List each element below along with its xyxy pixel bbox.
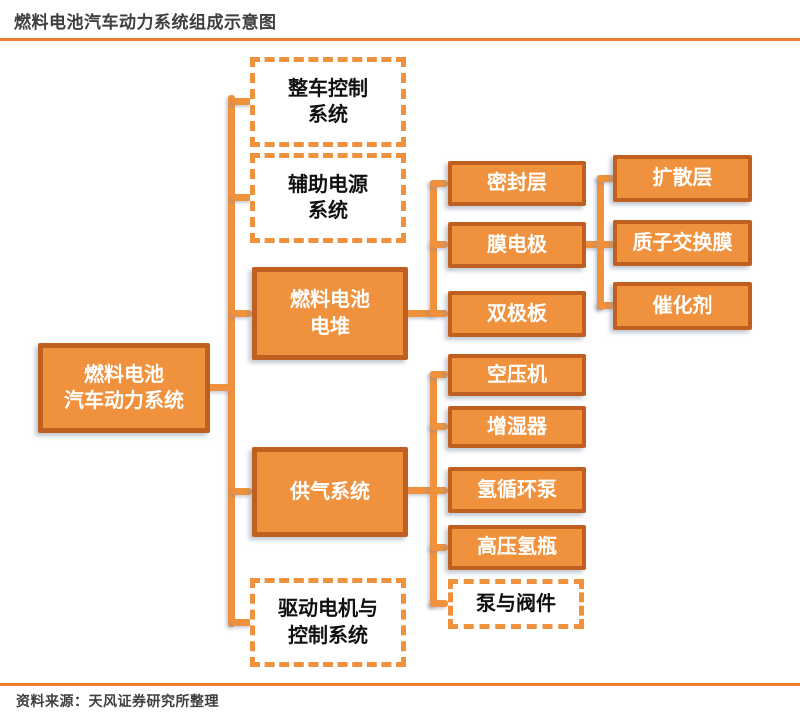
connector-stack-branch-h [404, 310, 448, 317]
connector-stub-drive-motor [232, 619, 252, 626]
node-label-line: 整车控制 [288, 77, 368, 100]
connector-stub-aux-power [232, 194, 252, 201]
node-bipolar-plate: 双极板 [448, 291, 586, 337]
connector-stub-catalyst [597, 302, 615, 309]
source-text: 资料来源：天风证券研究所整理 [16, 693, 219, 709]
node-label-line: 燃料电池 [84, 363, 164, 386]
node-label-line: 增湿器 [487, 415, 547, 438]
node-label-line: 膜电极 [487, 233, 547, 256]
node-vehicle-control-system: 整车控制 系统 [250, 57, 406, 147]
connector-stub-humidifier [430, 423, 448, 430]
connector-root-stub [205, 384, 233, 391]
node-label-line: 泵与阀件 [476, 592, 556, 615]
connector-stub-membrane-electrode [430, 241, 448, 248]
node-label-line: 质子交换膜 [632, 231, 733, 254]
node-label-line: 空压机 [487, 363, 547, 386]
node-label-line: 驱动电机与 [278, 598, 378, 621]
node-label-line: 控制系统 [288, 624, 368, 647]
connector-gas-branch-h [404, 487, 448, 494]
node-label-line: 催化剂 [652, 294, 713, 317]
connector-stub-vehicle-control [232, 98, 252, 105]
node-humidifier: 增湿器 [448, 406, 586, 448]
node-membrane-electrode: 膜电极 [448, 222, 586, 268]
connector-stub-fuel-cell-stack [232, 310, 252, 317]
node-fuel-cell-vehicle-power-system: 燃料电池 汽车动力系统 [38, 343, 210, 433]
node-proton-exchange-membrane: 质子交换膜 [613, 220, 752, 266]
connector-stub-hydrogen-tank [430, 544, 448, 551]
node-label-line: 供气系统 [290, 480, 370, 503]
node-label-line: 系统 [308, 104, 348, 126]
node-label-line: 双极板 [487, 302, 547, 325]
connector-stub-air-compressor [430, 371, 448, 378]
node-label-line: 密封层 [487, 172, 547, 195]
node-catalyst: 催化剂 [613, 282, 752, 330]
node-high-pressure-hydrogen-tank: 高压氢瓶 [448, 525, 586, 570]
node-seal-layer: 密封层 [448, 161, 586, 206]
node-pumps-and-valves: 泵与阀件 [448, 579, 584, 629]
connector-stack-branch-v [430, 180, 437, 317]
page-title: 燃料电池汽车动力系统组成示意图 [14, 13, 277, 32]
node-label-line: 系统 [308, 200, 348, 222]
connector-mea-branch-v [597, 175, 604, 310]
node-label-line: 扩散层 [652, 167, 713, 190]
connector-stub-gas-supply [232, 488, 252, 495]
node-label-line: 燃料电池 [290, 289, 370, 312]
connector-stub-seal-layer [430, 180, 448, 187]
connector-stub-pumps-valves [430, 600, 448, 607]
connector-gas-branch-v [430, 371, 437, 607]
node-label-line: 氢循环泵 [477, 478, 557, 501]
title-divider-line [0, 38, 800, 41]
node-drive-motor-control-system: 驱动电机与 控制系统 [250, 578, 406, 667]
footer-divider-line [0, 683, 800, 686]
connector-stub-diffusion-layer [597, 175, 615, 182]
node-label-line: 高压氢瓶 [477, 536, 557, 559]
node-gas-supply-system: 供气系统 [252, 447, 408, 537]
node-label-line: 辅助电源 [288, 173, 368, 196]
node-fuel-cell-stack: 燃料电池 电堆 [252, 267, 408, 360]
node-label-line: 电堆 [310, 315, 350, 338]
node-air-compressor: 空压机 [448, 354, 586, 396]
connector-main-spine [228, 95, 235, 627]
node-auxiliary-power-system: 辅助电源 系统 [250, 153, 406, 243]
node-diffusion-layer: 扩散层 [613, 155, 752, 202]
node-hydrogen-circulation-pump: 氢循环泵 [448, 467, 586, 513]
node-label-line: 汽车动力系统 [64, 390, 184, 412]
